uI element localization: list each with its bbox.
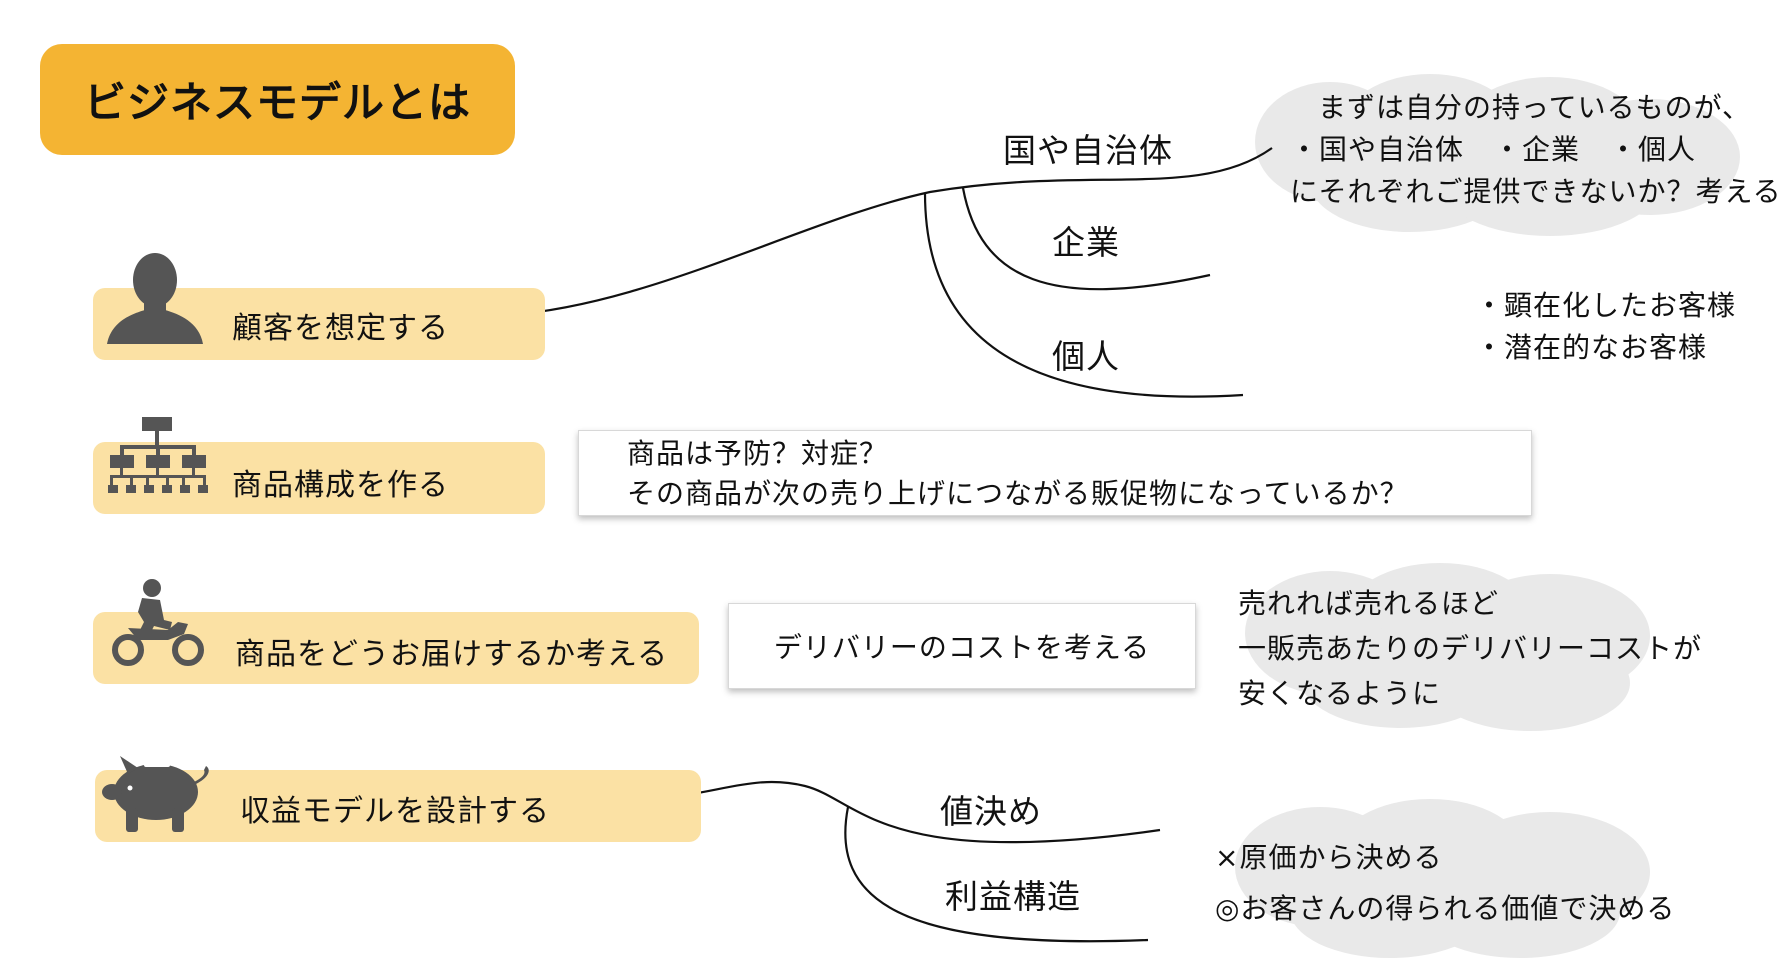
revenue-cloud-line-1: ×原価から決める xyxy=(1215,841,1443,874)
org-chart-icon xyxy=(108,417,208,493)
branch-kojin: 個人 xyxy=(1052,337,1120,376)
branch-rieki-line xyxy=(844,806,1149,943)
individual-note-line-1: ・顕在化したお客様 xyxy=(1475,289,1737,322)
customer-trunk-line xyxy=(489,147,1273,318)
product-note-box xyxy=(578,430,1532,516)
delivery-cost-box: デリバリーのコストを考える xyxy=(728,603,1196,689)
branch-nekime: 値決め xyxy=(940,792,1042,831)
branch-kojin-line xyxy=(923,192,1244,398)
branch-kigyo: 企業 xyxy=(1052,223,1120,262)
delivery-cloud-line-3: 安くなるように xyxy=(1238,677,1442,710)
customer-cloud-line-3: にそれぞれご提供できないか？考える xyxy=(1290,175,1782,208)
delivery-cloud-line-1: 売れれば売れるほど xyxy=(1238,587,1500,620)
product-note-line-1: 商品は予防？対症？ xyxy=(627,437,889,470)
delivery-cloud xyxy=(1245,563,1650,731)
step-product-label: 商品構成を作る xyxy=(232,468,449,503)
customer-cloud xyxy=(1255,74,1740,236)
step-customer-label: 顧客を想定する xyxy=(232,311,449,346)
motorcycle-rider-icon xyxy=(112,579,204,666)
person-silhouette-icon xyxy=(107,253,203,344)
step-delivery xyxy=(93,612,699,684)
branch-rieki-kozo: 利益構造 xyxy=(945,877,1081,916)
branch-kigyo-line xyxy=(961,187,1211,291)
step-delivery-label: 商品をどうお届けするか考える xyxy=(235,637,669,672)
revenue-cloud-line-2: ◎お客さんの得られる価値で決める xyxy=(1215,892,1676,925)
delivery-cloud-line-2: 一販売あたりのデリバリーコストが xyxy=(1238,632,1703,665)
individual-note-line-2: ・潜在的なお客様 xyxy=(1475,331,1708,364)
product-note-line-2: その商品が次の売り上げにつながる販促物になっているか？ xyxy=(627,477,1409,510)
page-title: ビジネスモデルとは xyxy=(40,44,515,155)
piggy-bank-icon xyxy=(102,756,209,832)
branch-kuni: 国や自治体 xyxy=(1003,131,1173,170)
step-revenue-label: 収益モデルを設計する xyxy=(240,794,550,829)
delivery-cost-text: デリバリーのコストを考える xyxy=(773,631,1151,664)
customer-cloud-line-1: まずは自分の持っているものが、 xyxy=(1318,91,1752,124)
revenue-cloud xyxy=(1235,799,1650,958)
customer-cloud-line-2: ・国や自治体 ・企業 ・個人 xyxy=(1290,133,1697,166)
